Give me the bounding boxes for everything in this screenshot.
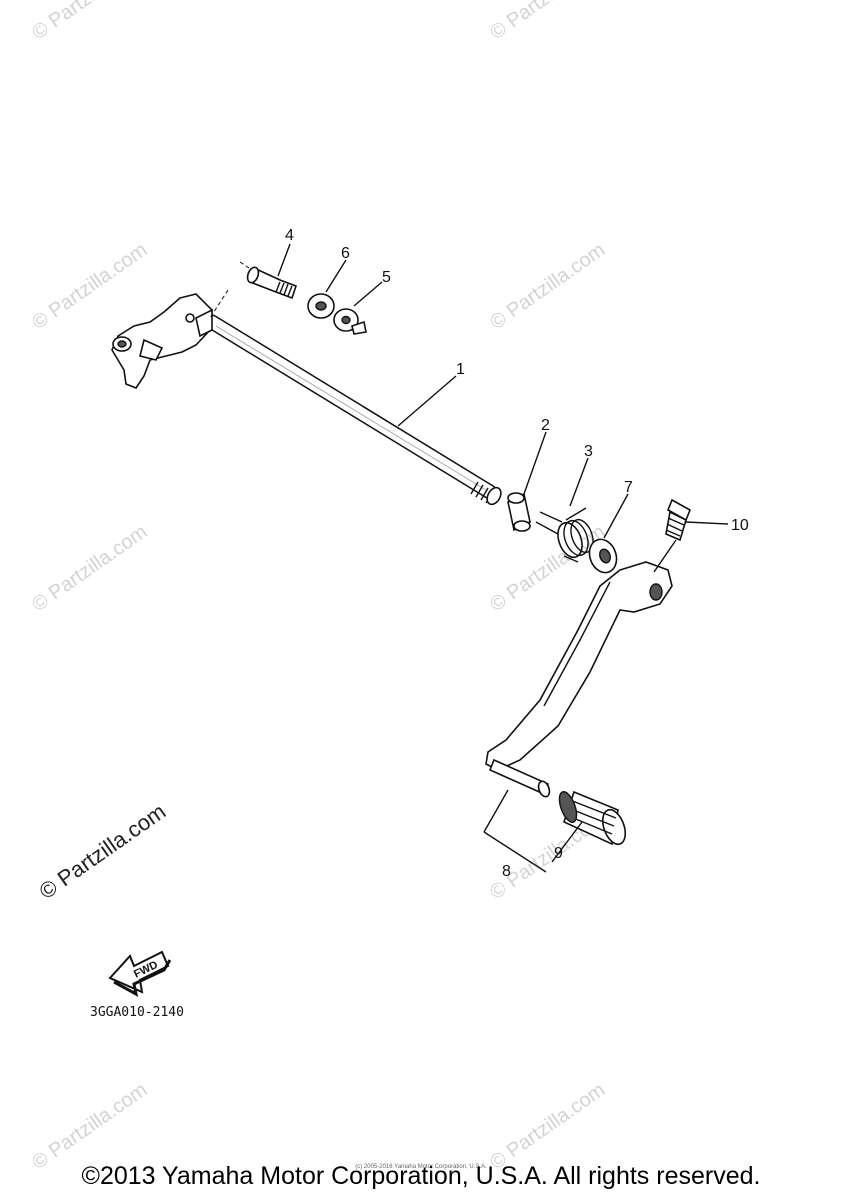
shift-pedal [485,561,673,798]
watermark-text: © Partzilla.com [486,1079,609,1174]
watermark-text: © Partzilla.com [28,0,151,44]
watermark-text: © Partzilla.com [486,521,609,616]
nut [307,293,335,319]
watermark-text: © Partzilla.com [486,0,609,44]
stopper-bolt [246,266,298,300]
callout-8: 8 [502,863,511,880]
watermarks: © Partzilla.com © Partzilla.com © Partzi… [28,0,609,1174]
callout-9: 9 [554,845,563,862]
pinch-bolt [665,498,692,542]
fwd-arrow: FWD [108,950,172,997]
shift-arm-assembly [111,261,253,389]
watermark-text: © Partzilla.com [486,239,609,334]
diagram-code: 3GGA010-2140 [90,1005,184,1020]
callout-10: 10 [731,517,749,534]
pedal-rubber [558,790,627,846]
callout-5: 5 [382,269,391,286]
copyright-notice: ©2013 Yamaha Motor Corporation, U.S.A. A… [81,1162,761,1190]
torsion-spring [535,507,594,563]
watermark-text: © Partzilla.com [28,521,151,616]
collar [507,492,531,532]
leader-lines [277,243,729,873]
watermark-text: © Partzilla.com [28,1079,151,1174]
callout-4: 4 [285,227,294,244]
watermark-text: © Partzilla.com [28,239,151,334]
watermark-main: © Partzilla.com [35,799,171,905]
callout-2: 2 [541,417,550,434]
callout-6: 6 [341,245,350,262]
fine-print: (c) 2005-2016 Yamaha Motor Corporation, … [355,1164,487,1170]
callout-3: 3 [584,443,593,460]
lock-washer [333,308,367,335]
callouts: 4 6 5 1 2 3 7 10 8 9 [285,227,749,880]
shift-shaft [204,314,502,506]
washer [588,538,618,574]
callout-7: 7 [624,479,633,496]
callout-1: 1 [456,361,465,378]
